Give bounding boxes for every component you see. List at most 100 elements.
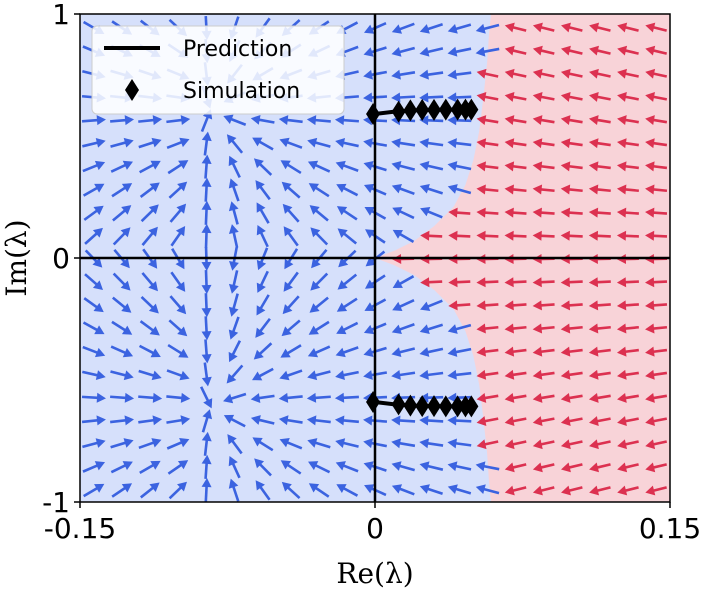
vector-arrow	[532, 138, 555, 149]
vector-arrow	[448, 300, 471, 311]
vector-arrow	[363, 92, 388, 103]
vector-arrow	[560, 369, 583, 380]
vector-arrow	[111, 320, 133, 335]
simulation-series	[366, 98, 479, 418]
vector-arrow	[476, 230, 499, 241]
vector-arrow	[391, 183, 415, 196]
vector-arrow	[307, 345, 331, 358]
vector-arrow	[645, 323, 668, 334]
vector-arrow	[532, 392, 555, 403]
simulation-point	[415, 395, 430, 418]
vector-arrow	[306, 115, 331, 126]
vector-arrow	[475, 23, 500, 34]
vector-arrow	[228, 316, 240, 340]
vector-arrow	[645, 68, 668, 79]
simulation-point	[403, 99, 418, 122]
vector-arrow	[139, 482, 160, 499]
vector-arrow	[337, 228, 358, 245]
vector-arrow	[201, 177, 212, 202]
vector-arrow	[223, 114, 247, 126]
vector-arrow	[281, 181, 301, 199]
vector-arrow	[391, 138, 416, 148]
vector-arrow	[138, 392, 163, 403]
vector-arrow	[560, 323, 583, 334]
vector-arrow	[81, 415, 106, 426]
vector-arrow	[364, 206, 387, 220]
y-tick-label: -1	[42, 486, 70, 519]
vector-arrow	[201, 316, 212, 341]
vector-arrow	[309, 296, 329, 313]
vector-arrow	[170, 226, 186, 247]
vector-arrow	[81, 392, 106, 403]
vector-arrow	[447, 415, 472, 426]
vector-arrow	[334, 392, 359, 403]
vector-arrow	[504, 485, 527, 496]
vector-arrow	[532, 68, 555, 79]
vector-arrow	[391, 22, 415, 34]
vector-arrow	[110, 461, 133, 474]
vector-arrow	[561, 485, 583, 496]
vector-arrow	[617, 462, 639, 473]
vector-arrow	[560, 92, 583, 102]
vector-arrow	[391, 323, 415, 335]
vector-arrow	[645, 439, 668, 450]
vector-arrow	[447, 323, 472, 334]
vector-arrow	[363, 69, 388, 80]
vector-arrow	[278, 415, 303, 426]
vector-arrow	[532, 462, 555, 473]
vector-arrow	[110, 115, 135, 126]
vector-arrow	[560, 230, 583, 241]
simulation-point	[415, 98, 430, 121]
vector-arrow	[335, 438, 359, 448]
vector-arrow	[284, 248, 299, 270]
vector-arrow	[228, 201, 239, 225]
vector-arrow	[167, 460, 189, 475]
vector-arrow	[253, 342, 273, 360]
vector-arrow	[391, 46, 416, 57]
simulation-point	[391, 393, 406, 416]
vector-arrow	[391, 161, 416, 171]
vector-arrow	[166, 415, 191, 426]
vector-arrow	[142, 248, 158, 269]
vector-arrow	[138, 115, 163, 126]
vector-arrow	[616, 277, 639, 288]
vector-arrow	[308, 483, 330, 498]
vector-arrow	[228, 340, 242, 363]
vector-arrow	[504, 230, 527, 241]
simulation-point	[403, 394, 418, 417]
vector-arrow	[588, 115, 611, 126]
vector-arrow	[560, 184, 583, 195]
vector-arrow	[169, 295, 187, 315]
vector-arrow	[282, 203, 300, 223]
simulation-point	[450, 98, 465, 121]
vector-arrow	[307, 137, 331, 148]
vector-arrow	[391, 347, 416, 357]
vector-arrow	[279, 137, 303, 149]
vector-arrow	[336, 206, 358, 221]
vector-arrow	[504, 184, 527, 195]
vector-arrow	[448, 207, 471, 218]
vector-arrow	[588, 369, 611, 380]
vector-arrow	[532, 207, 555, 218]
vector-arrow	[227, 434, 243, 455]
vector-arrow	[616, 207, 639, 218]
vector-arrow	[504, 68, 527, 79]
vector-arrow	[138, 344, 161, 358]
vector-arrow	[504, 346, 527, 357]
vector-arrow	[419, 69, 444, 80]
vector-arrow	[504, 161, 527, 172]
vector-arrow	[476, 92, 499, 102]
vector-arrow	[420, 277, 443, 288]
vector-arrow	[310, 272, 329, 291]
vector-arrow	[228, 293, 239, 317]
vector-arrow	[336, 297, 358, 312]
vector-arrow	[281, 481, 301, 500]
vector-arrow	[254, 458, 272, 477]
vector-arrow	[476, 161, 499, 172]
vector-arrow	[617, 138, 639, 149]
y-tick-label: 1	[52, 0, 70, 31]
vector-arrow	[223, 392, 247, 404]
vector-arrow	[111, 483, 133, 498]
vector-arrow	[645, 115, 668, 126]
vector-arrow	[532, 230, 555, 241]
